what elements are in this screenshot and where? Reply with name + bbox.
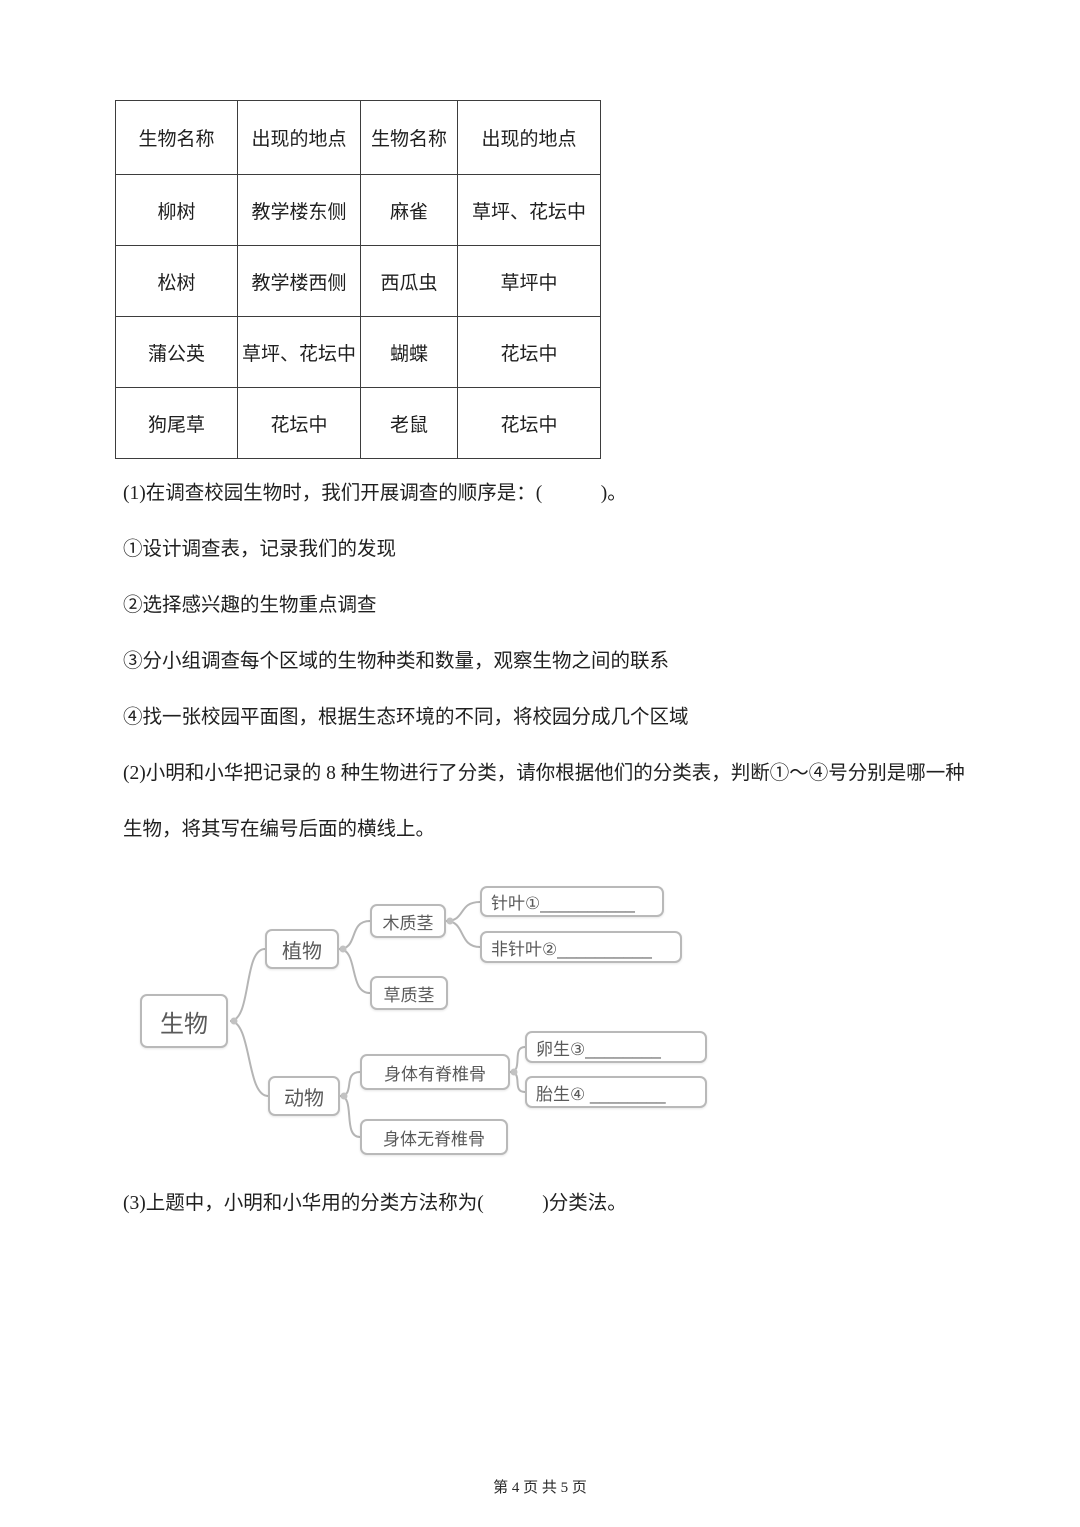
table-cell: 西瓜虫 [360, 245, 458, 317]
table-cell: 麻雀 [360, 174, 458, 246]
table-row: 狗尾草 花坛中 老鼠 花坛中 [115, 387, 601, 459]
table-cell: 草坪中 [457, 245, 601, 317]
table-cell: 松树 [115, 245, 238, 317]
connector-dot [230, 917, 518, 1100]
question-3: (3)上题中，小明和小华用的分类方法称为( )分类法。 [123, 1193, 627, 1214]
table-cell: 老鼠 [360, 387, 458, 459]
table-header-cell: 生物名称 [360, 100, 458, 175]
question-1: (1)在调查校园生物时，我们开展调查的顺序是：( )。 [123, 483, 627, 504]
organism-location-table: 生物名称 出现的地点 生物名称 出现的地点 柳树 教学楼东侧 麻雀 草坪、花坛中… [115, 100, 601, 459]
mindmap-node-needle-leaf-blank: 针叶①__________ [480, 886, 664, 917]
mindmap-connector-lines [229, 901, 526, 1138]
mindmap-node-oviparous-blank: 卵生③________ [525, 1031, 707, 1063]
mindmap-node-vertebrate: 身体有脊椎骨 [360, 1054, 510, 1090]
question-1-option-2: ②选择感兴趣的生物重点调查 [123, 595, 377, 616]
mindmap-node-root: 生物 [140, 994, 228, 1048]
table-header-row: 生物名称 出现的地点 生物名称 出现的地点 [115, 100, 601, 175]
question-1-option-3: ③分小组调查每个区域的生物种类和数量，观察生物之间的联系 [123, 651, 670, 672]
question-block: (1)在调查校园生物时，我们开展调查的顺序是：( )。 ①设计调查表，记录我们的… [123, 466, 975, 858]
table-cell: 花坛中 [237, 387, 361, 459]
table-header-cell: 生物名称 [115, 100, 238, 175]
question-2: (2)小明和小华把记录的 8 种生物进行了分类，请你根据他们的分类表，判断①～④… [123, 763, 965, 840]
table-cell: 蒲公英 [115, 316, 238, 388]
mindmap-node-non-needle-leaf-blank: 非针叶②__________ [480, 931, 682, 963]
mindmap-node-animal: 动物 [268, 1076, 340, 1116]
mindmap-node-herbaceous-stem: 草质茎 [370, 976, 448, 1010]
mindmap-node-plant: 植物 [265, 929, 339, 969]
question-1-option-1: ①设计调查表，记录我们的发现 [123, 539, 397, 560]
question-1-option-4: ④找一张校园平面图，根据生态环境的不同，将校园分成几个区域 [123, 707, 689, 728]
table-row: 蒲公英 草坪、花坛中 蝴蝶 花坛中 [115, 316, 601, 388]
table-row: 柳树 教学楼东侧 麻雀 草坪、花坛中 [115, 174, 601, 246]
mindmap-node-viviparous-blank: 胎生④ ________ [525, 1076, 707, 1108]
page-number-footer: 第 4 页 共 5 页 [493, 1480, 587, 1496]
table-cell: 柳树 [115, 174, 238, 246]
table-row: 松树 教学楼西侧 西瓜虫 草坪中 [115, 245, 601, 317]
table-cell: 教学楼东侧 [237, 174, 361, 246]
table-cell: 花坛中 [457, 316, 601, 388]
table-header-cell: 出现的地点 [237, 100, 361, 175]
mindmap-node-woody-stem: 木质茎 [370, 904, 446, 938]
table-cell: 草坪、花坛中 [457, 174, 601, 246]
table-cell: 蝴蝶 [360, 316, 458, 388]
table-cell: 花坛中 [457, 387, 601, 459]
mindmap-node-invertebrate: 身体无脊椎骨 [360, 1119, 508, 1155]
classification-mindmap: 生物 植物 动物 木质茎 草质茎 身体有脊椎骨 身体无脊椎骨 针叶①______… [130, 875, 730, 1175]
table-cell: 狗尾草 [115, 387, 238, 459]
table-cell: 教学楼西侧 [237, 245, 361, 317]
table-cell: 草坪、花坛中 [237, 316, 361, 388]
table-header-cell: 出现的地点 [457, 100, 601, 175]
